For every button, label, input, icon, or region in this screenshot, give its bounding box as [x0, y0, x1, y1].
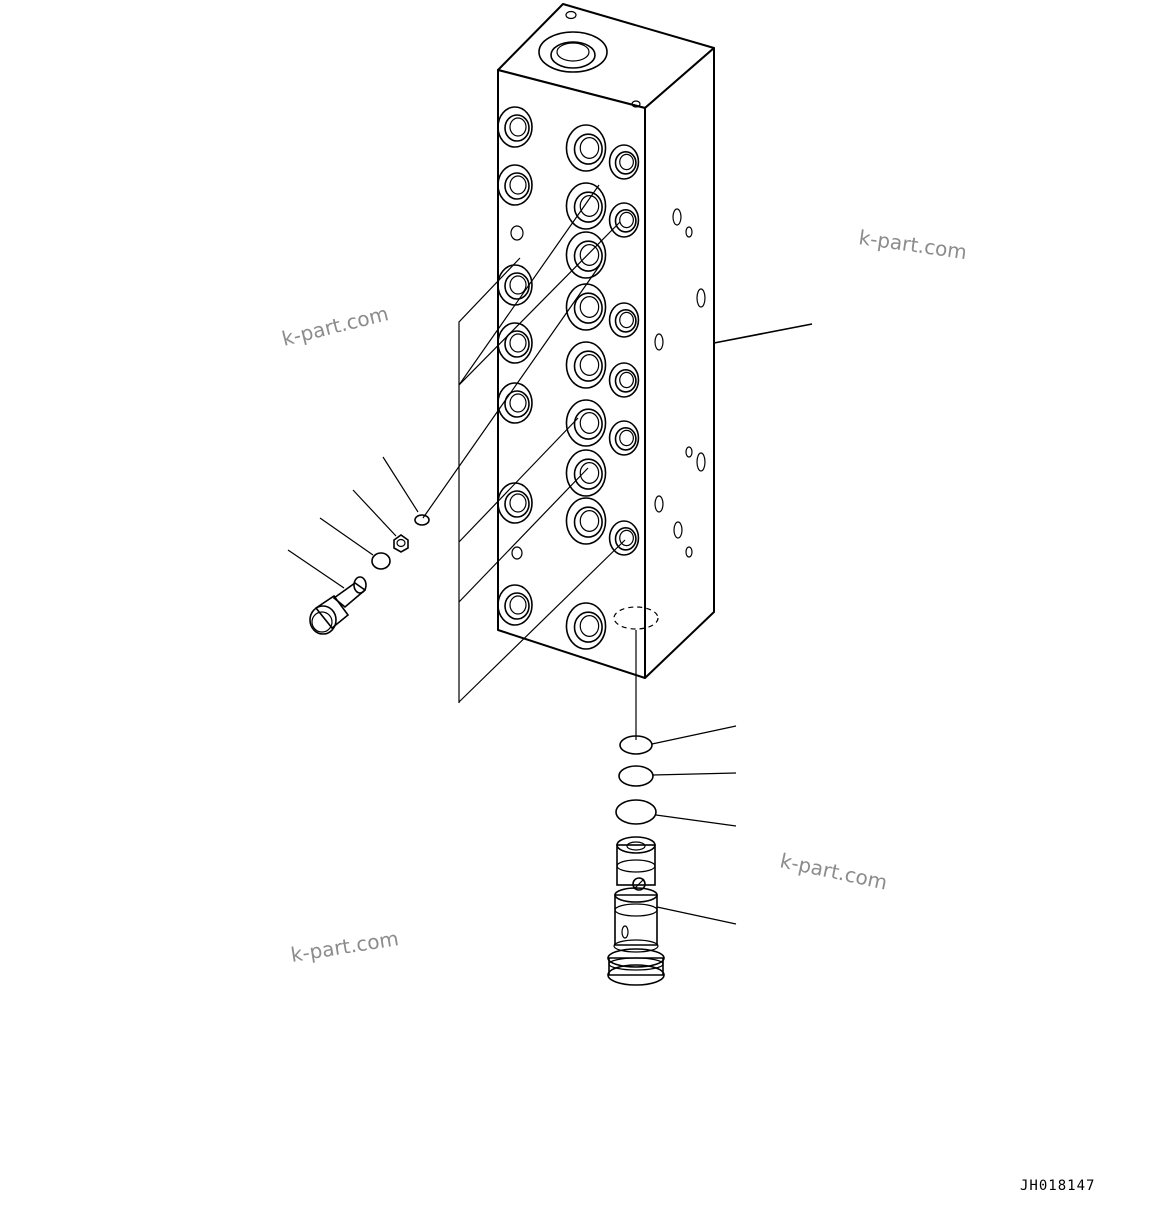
leader-line-valve-block: [713, 323, 813, 344]
port-boss: [497, 382, 533, 424]
side-hole: [685, 446, 693, 458]
leader-line-seal: [382, 456, 419, 513]
top-bolt-hole: [565, 10, 577, 20]
left-nut: [393, 534, 409, 553]
side-hole: [673, 521, 683, 539]
leader-line-oring-1: [651, 725, 737, 745]
port-boss: [497, 322, 533, 364]
port-boss: [565, 399, 607, 447]
hidden-bottom-port: [613, 606, 659, 630]
side-hole: [672, 208, 682, 226]
front-small-hole: [510, 225, 524, 241]
port-boss: [565, 124, 607, 172]
side-hole: [696, 452, 706, 472]
port-boss: [497, 584, 533, 626]
side-hole: [685, 226, 693, 238]
valve-block: [497, 3, 715, 679]
watermark: k-part.com: [857, 225, 968, 264]
port-boss: [565, 231, 607, 279]
port-boss: [565, 182, 607, 230]
watermark: k-part.com: [279, 301, 390, 351]
top-bolt-hole: [631, 100, 641, 108]
front-ports: [497, 106, 640, 650]
drawing-code: JH018147: [1020, 1178, 1095, 1194]
port-boss: [608, 362, 640, 398]
port-boss: [565, 602, 607, 650]
left-seal-small: [414, 514, 430, 526]
left-plug-group: [287, 456, 430, 635]
bottom-valve-group: [607, 725, 737, 986]
port-boss: [497, 106, 533, 148]
port-boss: [608, 520, 640, 556]
side-hole: [696, 288, 706, 308]
port-assembly-lines: [422, 184, 626, 703]
side-hole: [654, 495, 664, 513]
watermark: k-part.com: [778, 848, 890, 894]
leader-line-nut: [352, 489, 397, 537]
valve-block-side-face: [644, 47, 715, 679]
leader-line-plug: [287, 549, 345, 589]
side-hole: [685, 546, 693, 558]
cartridge-valve: [607, 836, 665, 986]
watermark: k-part.com: [289, 926, 400, 967]
leader-line-oring: [319, 517, 374, 556]
leader-line-oring-2: [652, 772, 737, 776]
port-boss: [497, 164, 533, 206]
port-boss: [608, 302, 640, 338]
port-boss: [608, 144, 640, 180]
plug-bolt: [309, 576, 367, 635]
port-boss: [608, 202, 640, 238]
port-boss: [565, 341, 607, 389]
side-holes: [654, 208, 706, 558]
leader-line-cartridge: [656, 906, 737, 925]
bottom-oring-1: [619, 735, 653, 755]
leader-line-oring-3: [655, 814, 737, 827]
bottom-oring-3: [615, 799, 657, 825]
port-boss: [565, 449, 607, 497]
top-port-large: [538, 31, 608, 73]
bottom-oring-2: [618, 765, 654, 787]
side-hole: [654, 333, 664, 351]
port-boss: [565, 497, 607, 545]
left-oring: [371, 552, 391, 570]
port-boss: [608, 420, 640, 456]
front-small-hole: [511, 546, 523, 560]
